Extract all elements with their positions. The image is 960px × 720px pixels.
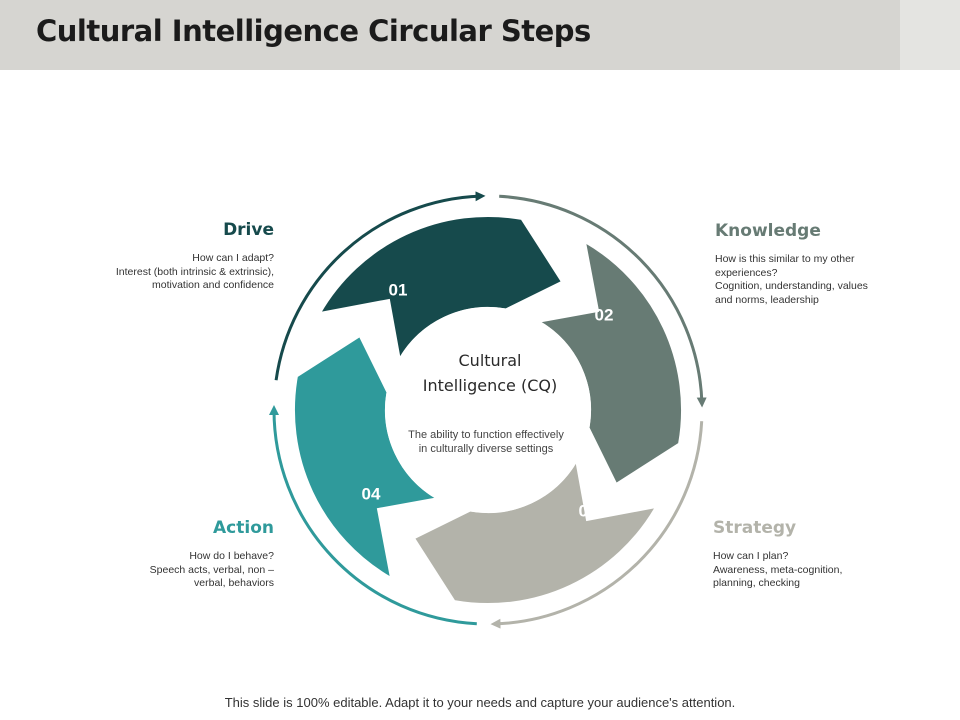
drive-line: How can I adapt?: [192, 252, 274, 264]
title-bar: [0, 0, 900, 70]
action-line: Speech acts, verbal, non –: [149, 563, 274, 576]
center-description-line-2: in culturally diverse settings: [418, 443, 554, 455]
action-line: How do I behave?: [189, 550, 274, 562]
drive-heading: Drive: [223, 220, 274, 240]
center-title-line-1: Cultural: [458, 351, 522, 370]
strategy-description: How can I plan? Awareness, meta-cognitio…: [713, 550, 842, 591]
segment-number-02: 02: [595, 305, 614, 324]
action-heading: Action: [213, 518, 274, 538]
step-drive: Drive How can I adapt? Interest (both in…: [116, 220, 274, 293]
step-action: Action How do I behave? Speech acts, ver…: [150, 518, 274, 591]
knowledge-line: How is this similar to my other: [715, 253, 855, 265]
center-title: Cultural Intelligence (CQ): [400, 348, 580, 398]
step-strategy: Strategy How can I plan? Awareness, meta…: [713, 518, 842, 591]
footer-note: This slide is 100% editable. Adapt it to…: [224, 695, 736, 710]
knowledge-description: How is this similar to my other experien…: [715, 253, 868, 307]
center-circle: [385, 307, 591, 513]
strategy-line: How can I plan?: [713, 550, 789, 562]
step-knowledge: Knowledge How is this similar to my othe…: [715, 221, 868, 307]
center-title-line-2: Intelligence (CQ): [422, 376, 558, 395]
title-bar-accent: [900, 0, 960, 70]
center-description: The ability to function effectively in c…: [395, 428, 577, 456]
drive-line: Interest (both intrinsic & extrinsic),: [115, 265, 274, 278]
action-description: How do I behave? Speech acts, verbal, no…: [150, 550, 274, 591]
segment-number-03: 03: [579, 501, 598, 520]
outer-arrow-drive: [274, 191, 486, 381]
outer-arrow-action: [269, 405, 477, 626]
strategy-line: planning, checking: [713, 577, 800, 589]
strategy-line: Awareness, meta-cognition,: [713, 563, 843, 576]
drive-line: motivation and confidence: [152, 279, 274, 291]
center-description-line-1: The ability to function effectively: [408, 429, 564, 441]
segment-number-01: 01: [389, 280, 408, 299]
knowledge-line: Cognition, understanding, values: [715, 280, 868, 292]
outer-arrow-knowledge: [499, 194, 707, 408]
knowledge-line: and norms, leadership: [715, 293, 819, 306]
page-title: Cultural Intelligence Circular Steps: [36, 14, 591, 48]
outer-arrow-strategy: [490, 421, 704, 629]
drive-description: How can I adapt? Interest (both intrinsi…: [116, 252, 274, 293]
knowledge-line: experiences?: [715, 266, 778, 279]
action-line: verbal, behaviors: [194, 577, 274, 589]
segment-number-04: 04: [362, 484, 381, 503]
knowledge-heading: Knowledge: [715, 221, 821, 241]
strategy-heading: Strategy: [713, 518, 797, 538]
